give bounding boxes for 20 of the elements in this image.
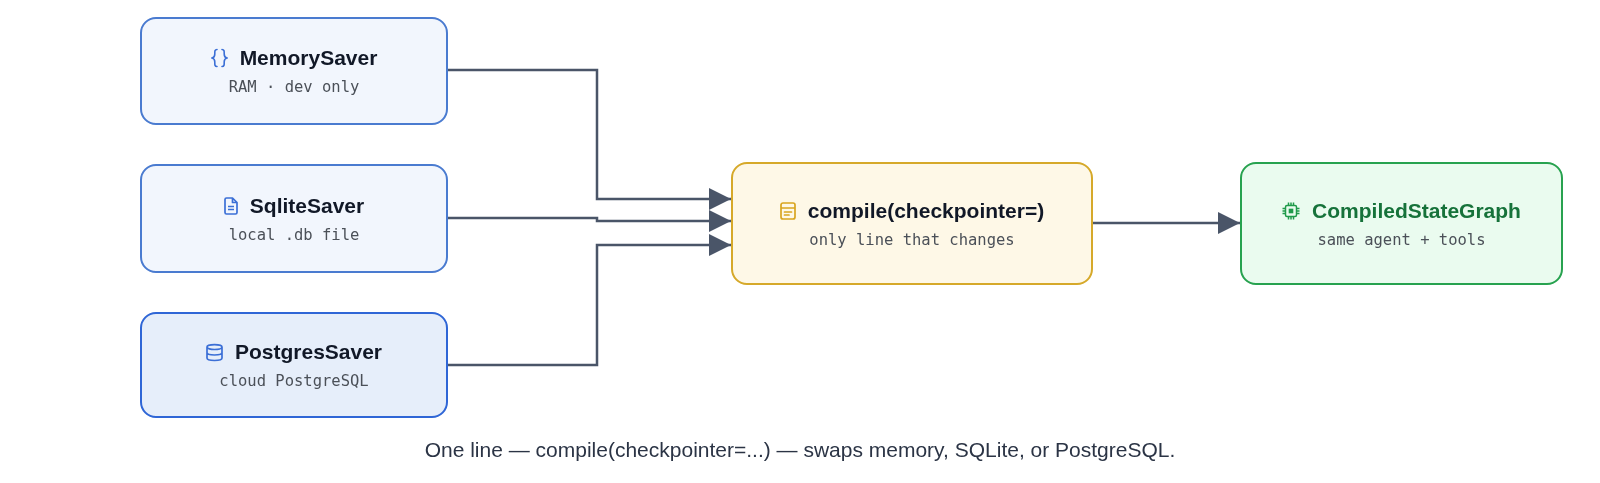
- node-subtitle: RAM · dev only: [228, 78, 360, 96]
- saver-card: [140, 164, 448, 273]
- node-title: CompiledStateGraph: [1312, 198, 1521, 223]
- node-subtitle: local .db file: [228, 225, 360, 244]
- node-title: PostgresSaver: [234, 340, 383, 364]
- arrow: [448, 234, 731, 367]
- node-subtitle: cloud PostgreSQL: [219, 372, 369, 390]
- result-card: [1240, 162, 1563, 285]
- node-title: MemorySaver: [239, 46, 378, 70]
- node-subtitle: same agent + tools: [1317, 230, 1486, 249]
- saver-card: [140, 17, 448, 125]
- node-subtitle: only line that changes: [809, 230, 1015, 249]
- node-title: SqliteSaver: [249, 193, 365, 218]
- arrow: [448, 68, 731, 210]
- node-title: compile(checkpointer=): [807, 198, 1045, 223]
- arrow: [448, 210, 731, 232]
- arrow: [1093, 212, 1240, 234]
- saver-card: [140, 312, 448, 418]
- caption: One line — compile(checkpointer=...) — swaps memory, SQLite, or PostgreSQL.: [424, 437, 1176, 463]
- compile-card: [731, 162, 1093, 285]
